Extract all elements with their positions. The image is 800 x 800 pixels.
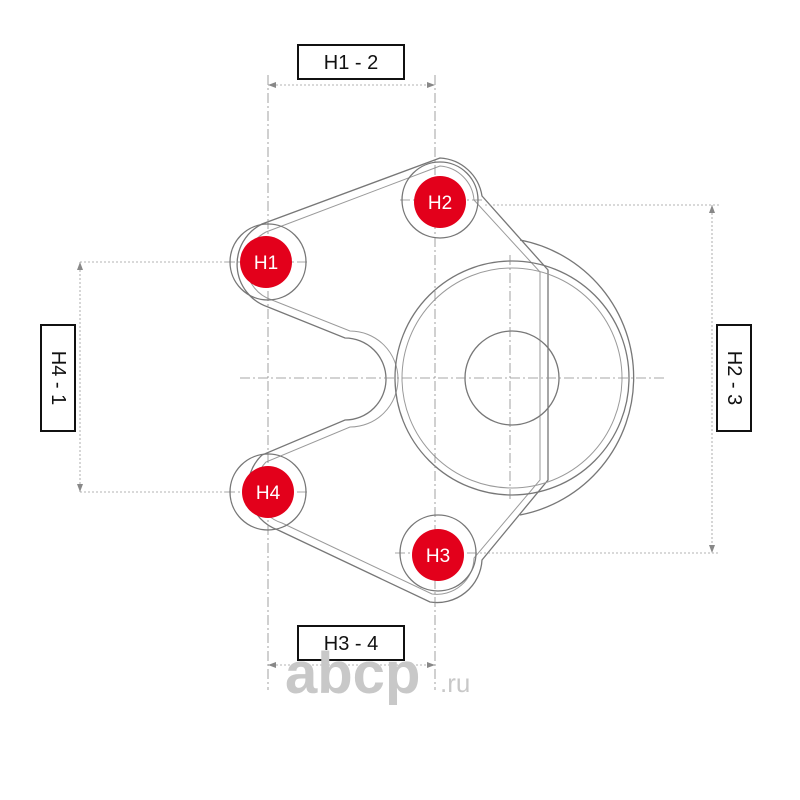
hole-h4-label: H4 [256,483,281,504]
hole-h2: H2 [401,161,479,239]
hole-h1-marker [240,236,292,288]
hole-h3: H3 [399,514,477,592]
dimension-lines [77,82,720,668]
watermark-brand: abcp [285,641,420,706]
center-lines [225,75,665,690]
dim-label-h3-4-text: H3 - 4 [324,633,378,655]
watermark-suffix: .ru [440,668,470,698]
dim-label-h2-3: H2 - 3 [716,324,752,432]
housing-circle [394,239,635,516]
dim-label-h4-1-text: H4 - 1 [47,351,69,405]
dim-label-h3-4: H3 - 4 [297,625,405,661]
dim-label-h4-1: H4 - 1 [40,324,76,432]
flange-outline [236,157,549,604]
hole-h3-label: H3 [426,546,450,567]
hole-h4-marker [242,466,294,518]
dim-label-h2-3-text: H2 - 3 [723,351,745,405]
dim-label-h1-2: H1 - 2 [297,44,405,80]
hole-h4: H4 [229,453,307,531]
dim-label-h1-2-text: H1 - 2 [324,52,378,74]
hole-h2-marker [414,176,466,228]
watermark-logo: abcp .ru [285,641,470,706]
hole-h1-label: H1 [254,253,278,274]
hole-h3-marker [412,529,464,581]
hole-h1: H1 [229,223,307,301]
hole-h2-label: H2 [428,193,452,214]
